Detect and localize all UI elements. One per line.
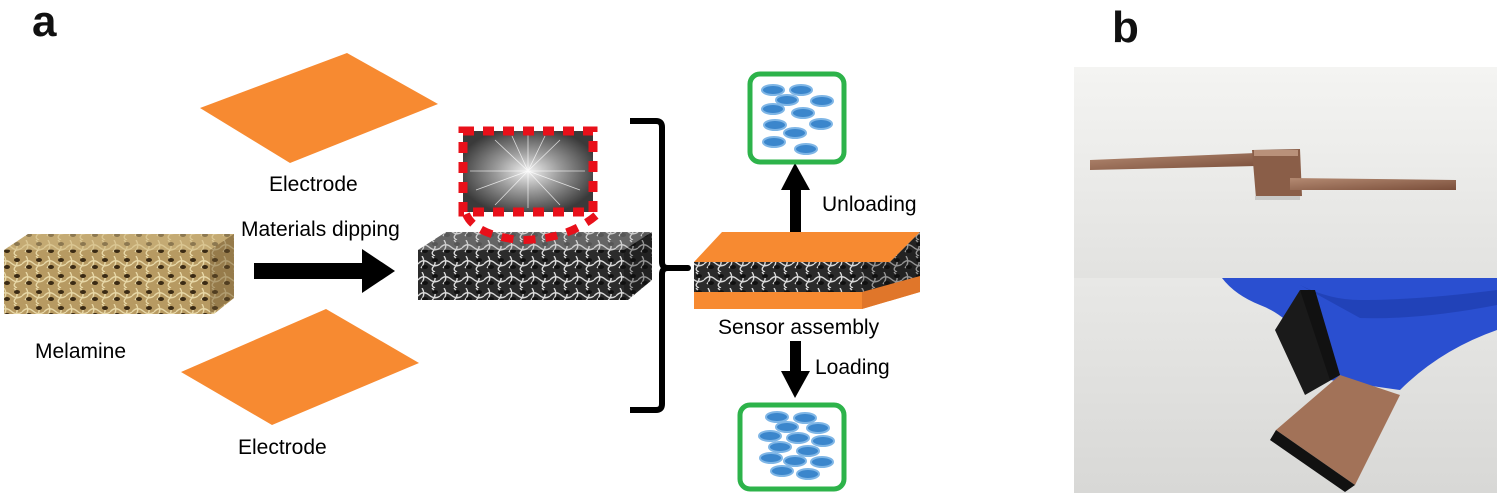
curly-bracket	[630, 118, 691, 413]
sensor-bottom-electrode	[694, 292, 862, 309]
photo-sensor-bent	[1074, 278, 1497, 493]
melamine-foam-block	[4, 234, 234, 314]
loading-label: Loading	[815, 356, 890, 379]
unloading-arrow	[781, 163, 810, 232]
sem-callout	[458, 126, 603, 245]
dipping-arrow	[254, 249, 395, 293]
sensor-assembly	[694, 232, 920, 309]
sensor-assembly-label: Sensor assembly	[718, 316, 880, 339]
photo-sensor-flat	[1074, 67, 1497, 278]
panel-a-label: a	[32, 0, 57, 46]
electrode-top-label: Electrode	[269, 173, 358, 196]
electrode-top	[200, 53, 438, 163]
electrode-bottom-label: Electrode	[238, 436, 327, 459]
capsule-loaded	[737, 402, 847, 492]
melamine-label: Melamine	[35, 340, 127, 363]
capsule-unloaded	[747, 71, 847, 165]
panel-b-label: b	[1112, 3, 1139, 52]
unloading-label: Unloading	[822, 193, 917, 216]
materials-dipping-label: Materials dipping	[241, 218, 400, 241]
sensor-top-electrode	[694, 232, 920, 262]
electrode-bottom	[181, 309, 419, 425]
loading-arrow	[781, 341, 810, 398]
